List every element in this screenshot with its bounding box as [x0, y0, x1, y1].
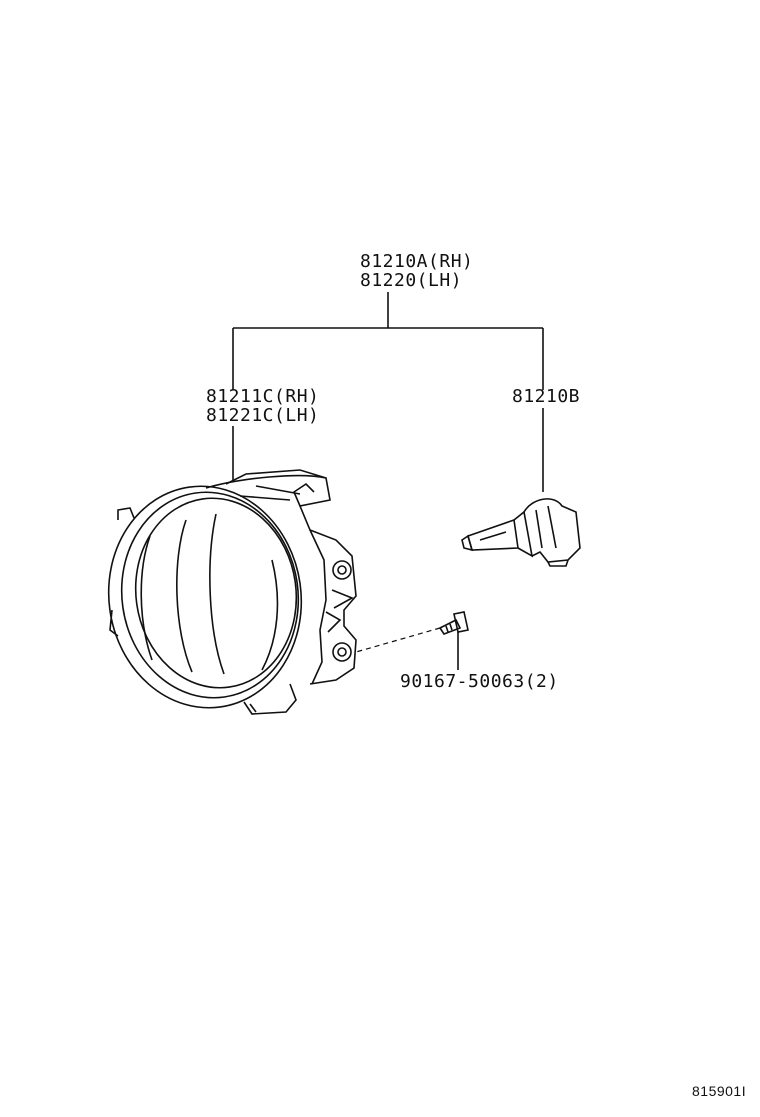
screw-label: 90167-50063(2) — [400, 671, 559, 692]
figure-id: 815901I — [692, 1083, 747, 1099]
assembly-lh-label: 81220(LH) — [360, 270, 463, 291]
fog-lamp-housing-icon — [94, 470, 356, 720]
screw-icon — [440, 612, 468, 634]
unit-lh-label: 81221C(LH) — [206, 405, 320, 426]
unit-rh-label: 81211C(RH) — [206, 386, 320, 407]
bulb-label: 81210B — [512, 386, 581, 407]
assembly-rh-label: 81210A(RH) — [360, 251, 474, 272]
leader-lines — [233, 292, 543, 670]
halogen-bulb-icon — [462, 499, 580, 566]
